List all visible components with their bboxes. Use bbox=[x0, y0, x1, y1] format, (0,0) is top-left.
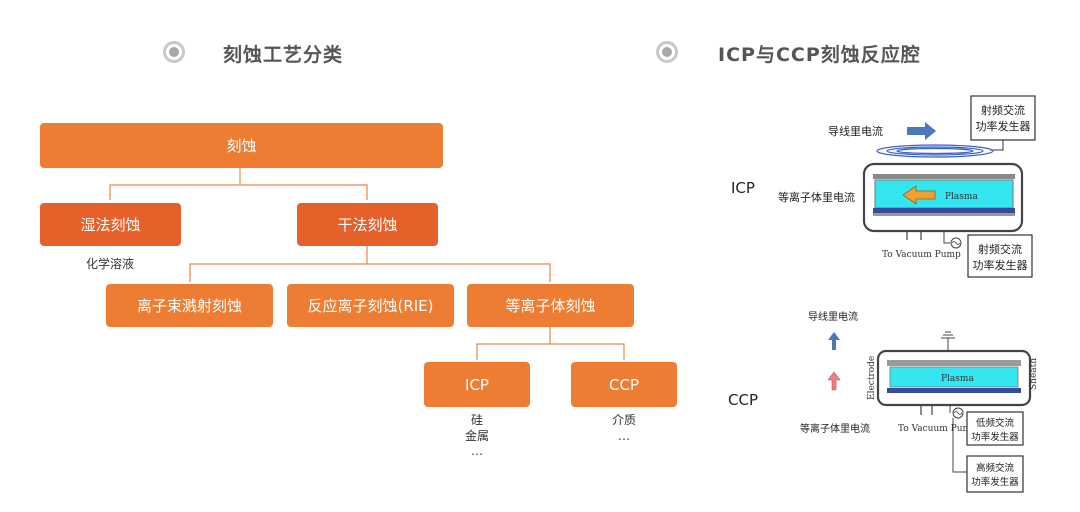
ccp-hf-line2: 功率发生器 bbox=[971, 476, 1019, 488]
icp-plasma-region bbox=[874, 179, 1014, 209]
ccp-vacuum-label: To Vacuum Pump bbox=[898, 424, 977, 434]
icp-coil-icon bbox=[876, 144, 994, 158]
icp-bottom-rf-line2: 功率发生器 bbox=[973, 258, 1028, 272]
section-bullet-icon bbox=[163, 41, 185, 63]
ccp-hf-box bbox=[966, 455, 1024, 493]
ccp-hf-line1: 高频交流 bbox=[976, 462, 1015, 474]
icp-plasma-current-label: 等离子体里电流 bbox=[778, 190, 855, 204]
left-section-title: 刻蚀工艺分类 bbox=[223, 44, 344, 66]
note-icp-ellipsis: … bbox=[471, 444, 483, 458]
node-wet-etching: 湿法刻蚀 bbox=[40, 203, 181, 246]
note-icp-metal: 金属 bbox=[464, 429, 489, 443]
ccp-lf-box bbox=[966, 411, 1024, 446]
icp-plasma-text: Plasma bbox=[945, 192, 978, 202]
icp-top-rf-line1: 射频交流 bbox=[981, 103, 1025, 117]
ccp-wire-arrow-icon bbox=[828, 332, 840, 350]
node-etching: 刻蚀 bbox=[40, 123, 443, 168]
ccp-sheath-label: Sheath bbox=[1029, 358, 1039, 390]
icp-plasma-arrow-icon bbox=[902, 185, 936, 205]
icp-top-rf-line2: 功率发生器 bbox=[976, 119, 1031, 133]
icp-bottom-rf-box bbox=[967, 234, 1033, 278]
icp-label: ICP bbox=[731, 179, 755, 197]
ccp-plasma-arrow-icon bbox=[827, 371, 841, 391]
note-ccp-dielectric: 介质 bbox=[611, 413, 636, 427]
node-ion-beam-etching: 离子束溅射刻蚀 bbox=[106, 284, 273, 327]
icp-current-arrow-icon bbox=[907, 122, 936, 140]
section-bullet-icon bbox=[656, 41, 678, 63]
node-ccp: CCP bbox=[571, 362, 677, 407]
right-section-title: ICP与CCP刻蚀反应腔 bbox=[718, 44, 921, 66]
note-icp-silicon: 硅 bbox=[470, 413, 483, 427]
note-chemical-solution: 化学溶液 bbox=[85, 257, 134, 271]
icp-bottom-rf-line1: 射频交流 bbox=[978, 242, 1022, 256]
ccp-label: CCP bbox=[728, 391, 758, 409]
node-plasma-etching: 等离子体刻蚀 bbox=[467, 284, 634, 327]
ccp-plasma-text: Plasma bbox=[941, 374, 974, 384]
icp-vacuum-label: To Vacuum Pump bbox=[882, 250, 961, 260]
note-ccp-ellipsis: … bbox=[618, 429, 630, 443]
ccp-lf-line1: 低频交流 bbox=[976, 417, 1015, 429]
ccp-electrode-label: Electrode bbox=[867, 356, 877, 400]
ccp-plasma-current-label: 等离子体里电流 bbox=[800, 422, 870, 435]
node-dry-etching: 干法刻蚀 bbox=[297, 203, 438, 246]
icp-wire-current-label: 导线里电流 bbox=[828, 124, 883, 138]
icp-top-rf-box bbox=[970, 95, 1036, 141]
ccp-lf-line2: 功率发生器 bbox=[971, 431, 1019, 443]
node-rie: 反应离子刻蚀(RIE) bbox=[287, 284, 454, 327]
ccp-wire-current-label: 导线里电流 bbox=[808, 310, 858, 323]
ccp-plasma-region bbox=[889, 366, 1019, 388]
node-icp: ICP bbox=[424, 362, 530, 407]
